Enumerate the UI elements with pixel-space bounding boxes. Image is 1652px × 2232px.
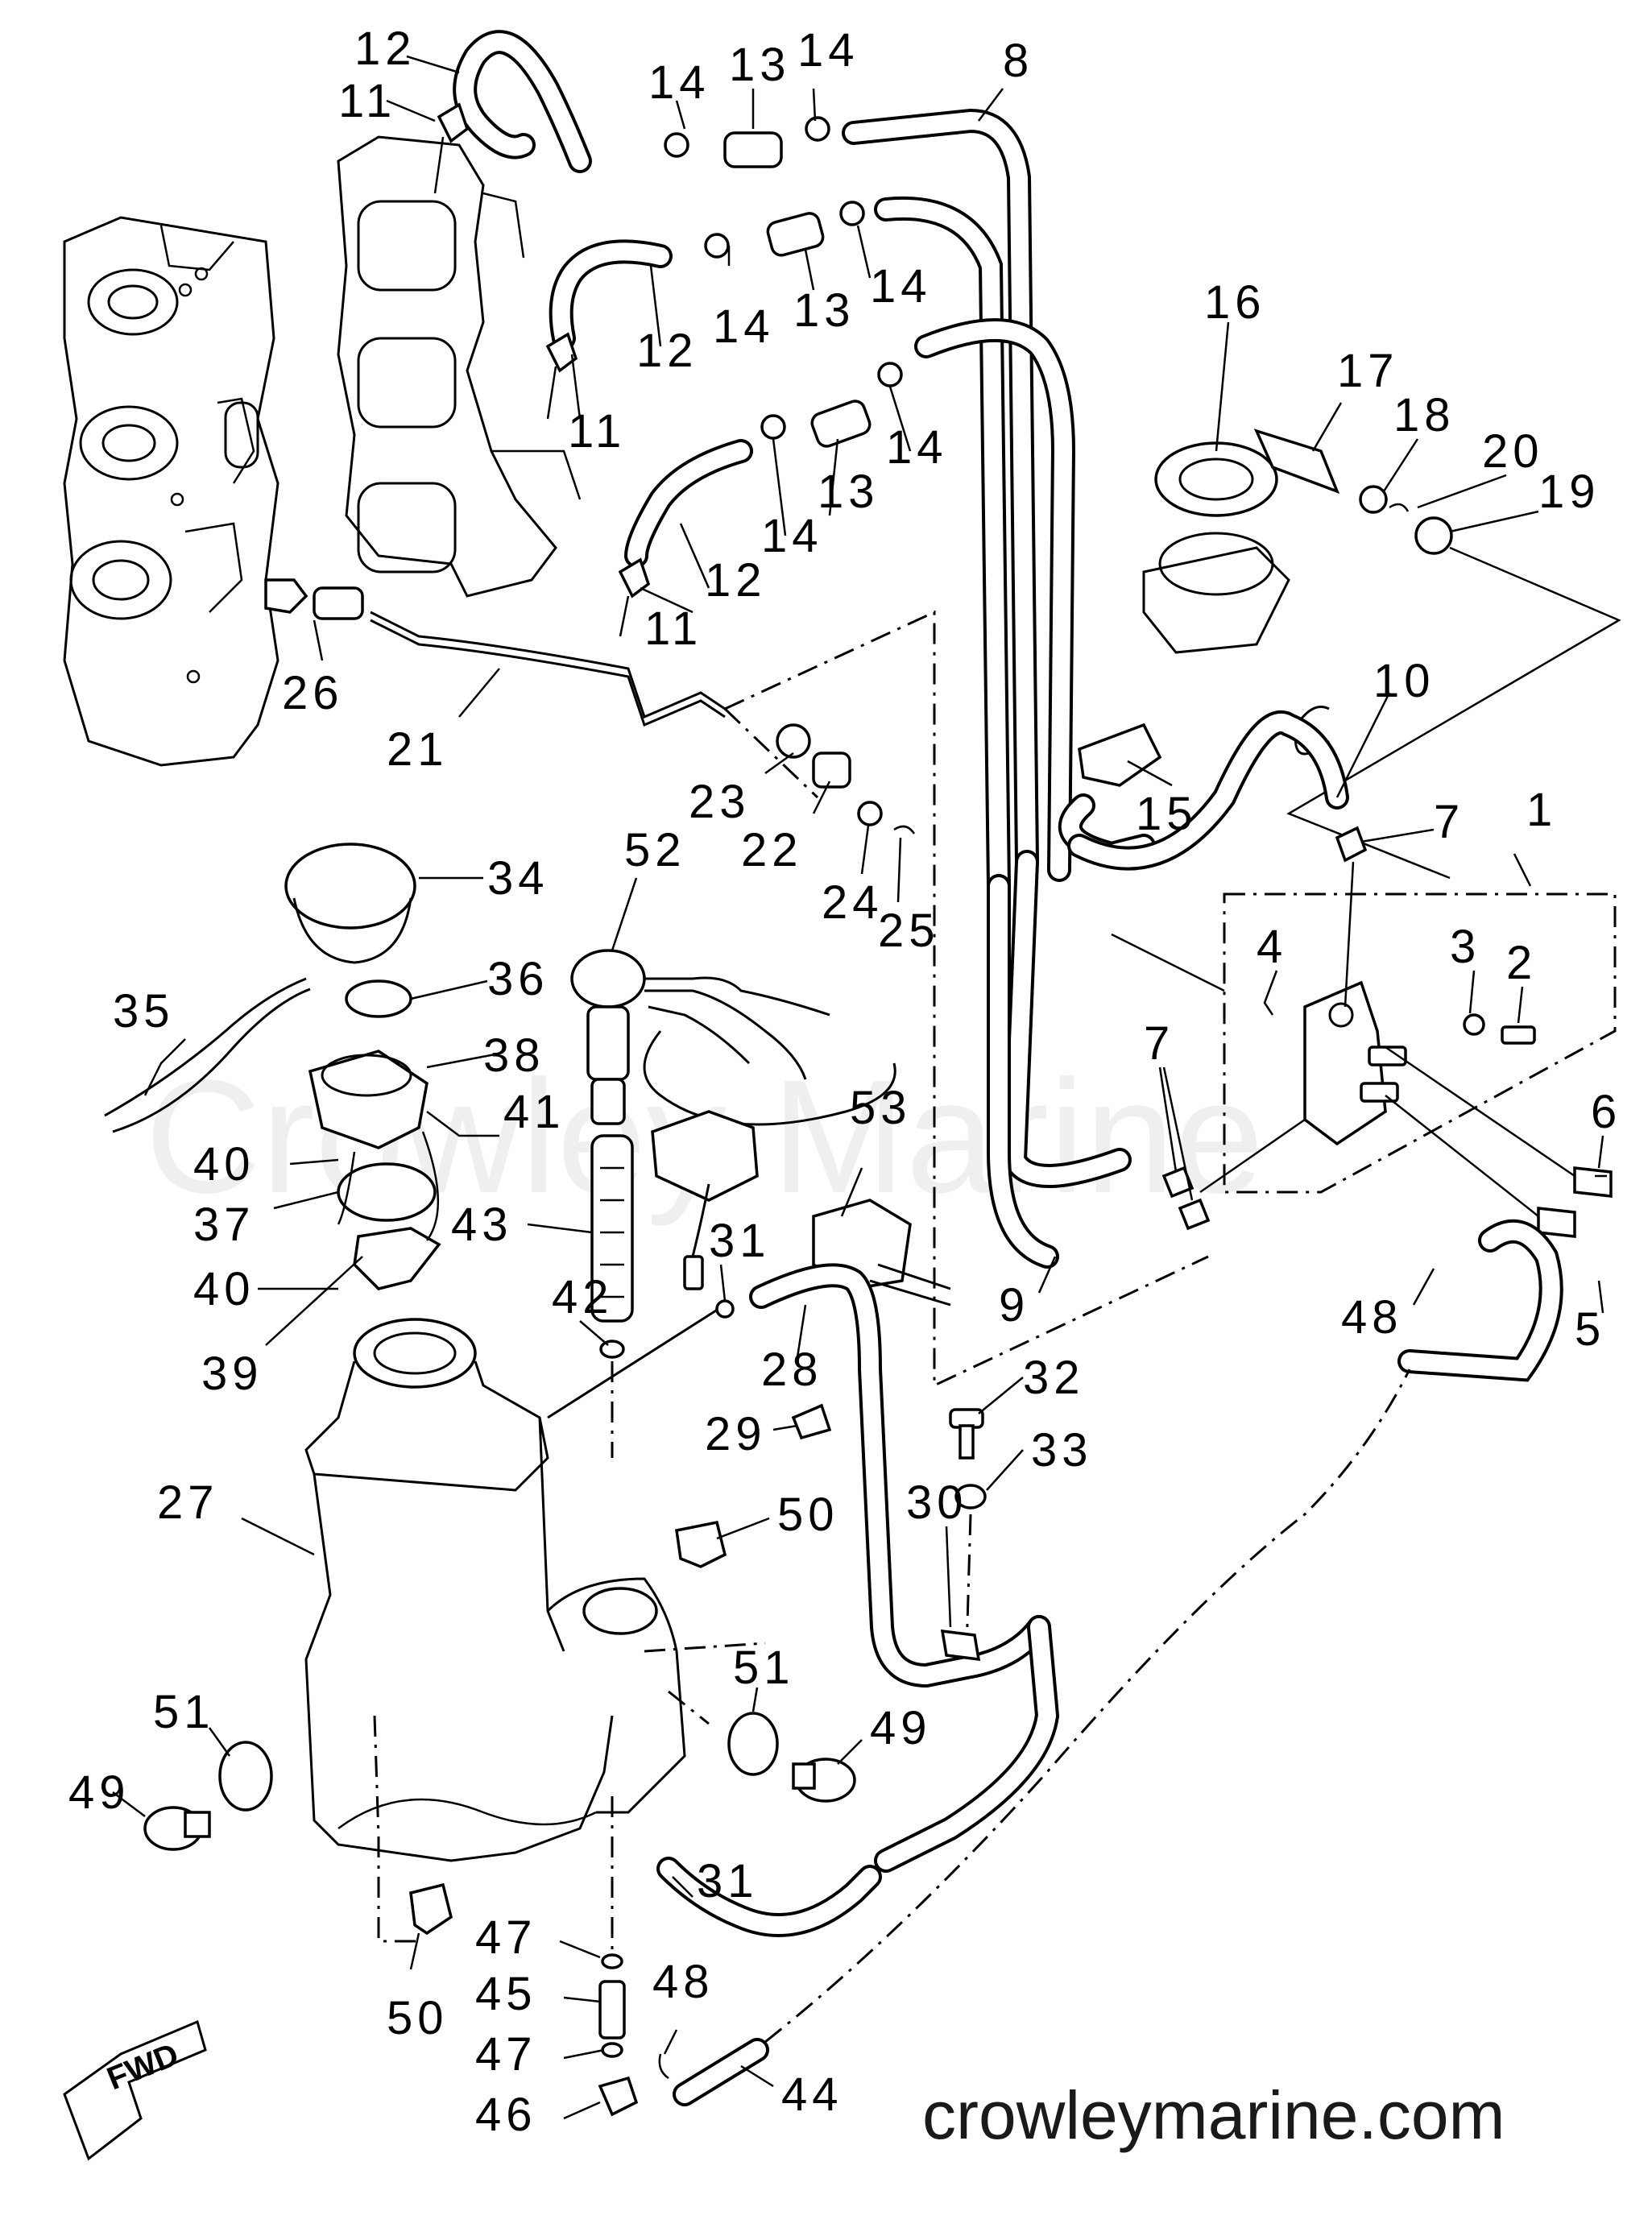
callout: 31 — [709, 1215, 771, 1267]
callout: 12 — [636, 325, 698, 377]
check-valve-hoses — [433, 30, 903, 637]
clip-29-drawing — [791, 1403, 832, 1440]
callout: 7 — [1144, 1017, 1174, 1070]
callout-labels: 12 11 14 13 14 8 12 14 13 14 11 16 17 18… — [68, 23, 1621, 2141]
callout: 23 — [689, 776, 751, 828]
callout: 36 — [487, 953, 549, 1005]
callout: 3 — [1450, 921, 1480, 973]
callout: 45 — [475, 1968, 537, 2020]
callout: 13 — [793, 284, 855, 337]
callout: 18 — [1393, 389, 1455, 441]
callout: 11 — [568, 405, 626, 458]
tank-mount-drawing — [143, 1520, 856, 1936]
leader-lines — [112, 55, 1607, 2120]
hose-clamp-drawing — [1078, 723, 1162, 787]
callout: 50 — [777, 1489, 839, 1541]
callout: 50 — [387, 1992, 449, 2044]
callout: 48 — [652, 1956, 714, 2008]
callout: 33 — [1031, 1424, 1093, 1476]
bolt-grommet-drawing — [940, 1408, 987, 1662]
callout: 12 — [354, 23, 416, 75]
callout: 7 — [1434, 796, 1464, 848]
callout: 13 — [818, 466, 880, 518]
oil-pump-drive-drawing — [1142, 429, 1621, 880]
callout: 35 — [113, 985, 175, 1037]
callout: 22 — [741, 824, 803, 876]
callout: 21 — [387, 723, 449, 776]
oil-pump-assembly-drawing — [1111, 826, 1617, 1238]
callout: 29 — [705, 1408, 767, 1460]
callout: 11 — [644, 603, 702, 655]
callout: 14 — [870, 260, 932, 313]
callout: 49 — [870, 1702, 932, 1754]
callout: 52 — [624, 824, 686, 876]
callout: 38 — [483, 1029, 545, 1082]
callout: 11 — [338, 75, 396, 127]
callout: 31 — [697, 1855, 759, 1907]
callout: 32 — [1023, 1352, 1085, 1404]
callout: 30 — [906, 1476, 968, 1529]
tank-vent-hose-drawing — [547, 1263, 1051, 1688]
callout: 8 — [1003, 35, 1033, 87]
callout: 48 — [1341, 1291, 1403, 1344]
callout: 14 — [648, 56, 710, 109]
callout: 1 — [1526, 784, 1557, 836]
engine-block-drawing — [63, 216, 279, 767]
intake-manifold-drawing — [337, 135, 582, 598]
callout: 41 — [503, 1086, 565, 1138]
callout: 25 — [878, 905, 940, 957]
hose-10-drawing — [1067, 706, 1349, 871]
callout: 12 — [705, 554, 767, 607]
callout: 10 — [1373, 655, 1435, 707]
lower-hoses-drawing — [598, 1369, 1411, 2117]
callout: 47 — [475, 2028, 537, 2081]
callout: 44 — [781, 2068, 843, 2121]
callout: 2 — [1506, 937, 1537, 989]
oil-line-drawing — [264, 578, 1209, 1388]
website-url: crowleymarine.com — [922, 2077, 1505, 2153]
callout: 19 — [1538, 466, 1600, 518]
callout: 20 — [1482, 425, 1544, 478]
callout: 26 — [282, 667, 344, 719]
callout: 14 — [886, 421, 948, 474]
callout: 43 — [451, 1199, 513, 1251]
callout: 46 — [475, 2089, 537, 2141]
callout: 4 — [1257, 921, 1287, 973]
callout: 40 — [193, 1263, 255, 1315]
callout: 14 — [797, 24, 859, 77]
fwd-direction-badge: FWD — [63, 2019, 207, 2161]
callout: 24 — [822, 876, 884, 929]
callout: 49 — [68, 1766, 130, 1819]
callout: 51 — [733, 1642, 795, 1694]
callout: 42 — [552, 1271, 614, 1323]
callout: 27 — [157, 1476, 219, 1529]
callout: 39 — [201, 1348, 263, 1400]
callout: 9 — [999, 1279, 1029, 1331]
callout: 14 — [713, 300, 775, 353]
oil-tank-drawing — [304, 1318, 766, 1943]
callout: 51 — [153, 1686, 215, 1738]
callout: 40 — [193, 1138, 255, 1191]
callout: 13 — [729, 39, 791, 91]
callout: 53 — [850, 1082, 912, 1134]
callout: 14 — [761, 510, 823, 562]
callout: 6 — [1591, 1086, 1621, 1138]
callout: 16 — [1204, 276, 1266, 329]
callout: 28 — [761, 1344, 823, 1396]
callout: 34 — [487, 852, 549, 905]
callout: 15 — [1136, 788, 1198, 840]
callout: 37 — [193, 1199, 255, 1251]
callout: 17 — [1337, 345, 1399, 397]
callout: 5 — [1575, 1303, 1605, 1356]
callout: 47 — [475, 1911, 537, 1964]
return-hose-drawing — [1397, 1219, 1563, 1382]
